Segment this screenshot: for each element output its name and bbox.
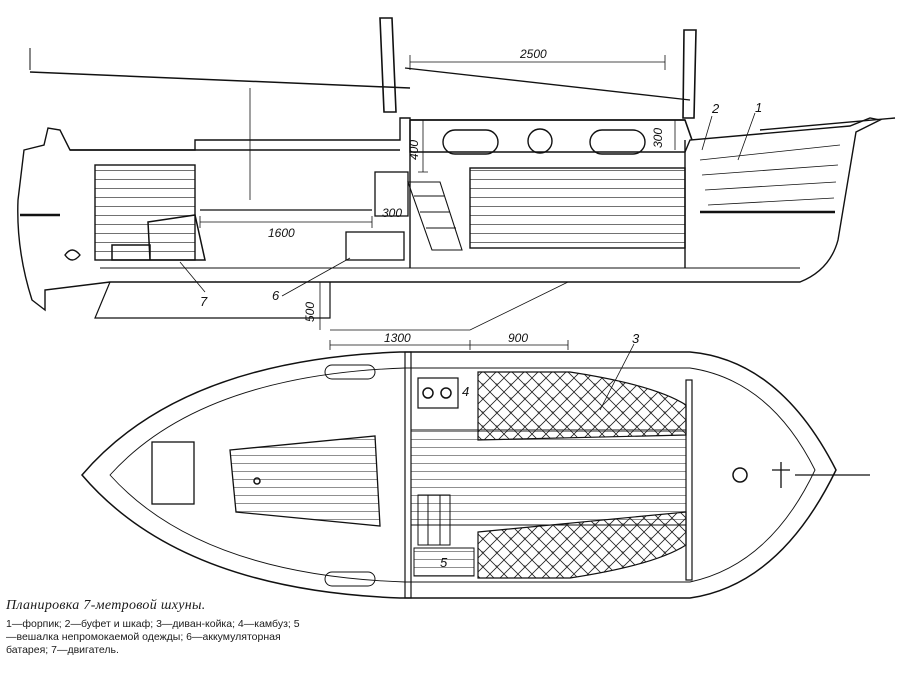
plan-ladder [417, 494, 451, 546]
cabin-sole-plan [410, 429, 687, 526]
forepeak-planking [699, 144, 841, 206]
caption-title: Планировка 7-метровой шхуны. [6, 598, 206, 613]
dim-900: 900 [508, 331, 528, 345]
dim-300-low: 300 [382, 206, 402, 220]
figure-caption: Планировка 7-метровой шхуны. 1—форпик; 2… [6, 598, 306, 657]
dim-1600: 1600 [268, 226, 295, 240]
dim-2500: 2500 [519, 47, 547, 61]
bulkhead-fwd [685, 379, 693, 581]
plan-deck-inner [109, 367, 816, 583]
engine-box [94, 164, 196, 261]
bulkhead-aft [404, 351, 412, 599]
porthole-fwd [589, 129, 646, 155]
porthole-center [527, 128, 553, 154]
bow-fitting [772, 462, 870, 488]
dim-1300: 1300 [384, 331, 411, 345]
fore-hatch [151, 441, 195, 505]
callout-3: 3 [632, 331, 640, 346]
engine [111, 214, 206, 261]
dim-500: 500 [303, 302, 317, 322]
hull-outline [17, 117, 883, 312]
porthole-aft [442, 129, 499, 155]
main-boom [29, 71, 411, 89]
fore-hatch-round [732, 467, 748, 483]
galley-burner-1 [422, 387, 434, 399]
berth-starboard [477, 511, 687, 579]
main-mast [379, 17, 397, 113]
callout-6: 6 [272, 288, 280, 303]
hanging-locker [413, 547, 475, 577]
cockpit-grating [229, 435, 381, 527]
berth-side [469, 167, 686, 249]
berth-port [477, 371, 687, 441]
plan-view [81, 343, 870, 599]
caption-legend: 1—форпик; 2—буфет и шкаф; 3—диван-койка;… [6, 618, 300, 656]
waterline [20, 210, 835, 217]
bowsprit [759, 117, 896, 131]
dim-400: 400 [407, 140, 421, 160]
callout-1: 1 [755, 100, 762, 115]
propeller [64, 249, 81, 261]
cockpit-box [374, 171, 409, 217]
dim-300-port: 300 [651, 128, 665, 148]
battery [345, 231, 405, 261]
companionway-ladder [407, 181, 463, 251]
keel [94, 281, 331, 319]
side-elevation [17, 17, 896, 350]
callout-7: 7 [200, 294, 208, 309]
callout-5: 5 [440, 555, 448, 570]
galley [417, 377, 459, 409]
cabin-trunk [410, 119, 693, 141]
callout-2: 2 [711, 101, 720, 116]
callout-4: 4 [462, 384, 469, 399]
galley-burner-2 [440, 387, 452, 399]
fore-boom [404, 67, 691, 101]
plan-hull-outline [81, 351, 837, 599]
fore-mast [682, 29, 697, 119]
